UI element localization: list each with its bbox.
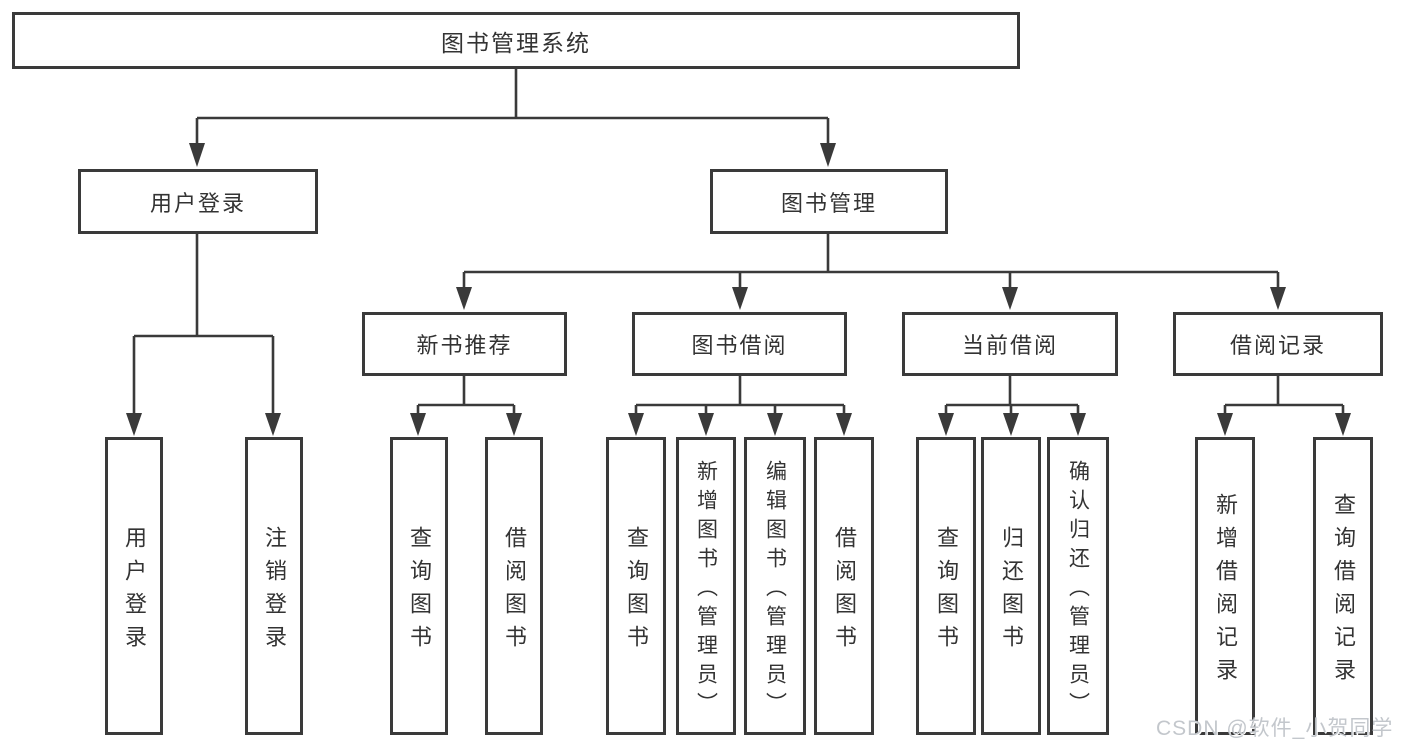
node-book-borrowing-label: 图书借阅 xyxy=(691,333,788,358)
leaf-add-borrow-record-label: 新增借阅记录 xyxy=(1213,492,1238,691)
node-new-book-recommend-label: 新书推荐 xyxy=(416,333,513,358)
leaf-query-books-recommend: 查询图书 xyxy=(390,437,448,735)
node-user-login: 用户登录 xyxy=(78,169,318,234)
leaf-query-borrow-record: 查询借阅记录 xyxy=(1313,437,1373,735)
leaf-query-books-current: 查询图书 xyxy=(916,437,976,735)
leaf-return-books: 归还图书 xyxy=(981,437,1041,735)
node-current-borrowing-label: 当前借阅 xyxy=(961,333,1058,358)
node-root-label: 图书管理系统 xyxy=(441,29,591,56)
leaf-return-books-label: 归还图书 xyxy=(999,525,1024,658)
csdn-watermark: CSDN @软件_小贺同学 xyxy=(1156,717,1394,740)
leaf-edit-book-admin: 编辑图书（管理员） xyxy=(744,437,806,735)
leaf-query-books-borrowing: 查询图书 xyxy=(606,437,666,735)
leaf-borrow-books-borrowing-label: 借阅图书 xyxy=(832,525,857,658)
node-root-system: 图书管理系统 xyxy=(12,12,1020,69)
node-book-management-label: 图书管理 xyxy=(780,190,877,216)
leaf-borrow-books-recommend: 借阅图书 xyxy=(485,437,543,735)
leaf-query-borrow-record-label: 查询借阅记录 xyxy=(1331,492,1356,691)
node-borrowing-records-label: 借阅记录 xyxy=(1229,333,1326,358)
leaf-query-books-borrowing-label: 查询图书 xyxy=(624,525,649,658)
leaf-query-books-current-label: 查询图书 xyxy=(934,525,959,658)
leaf-user-login-label: 用户登录 xyxy=(122,525,147,658)
leaf-logout-label: 注销登录 xyxy=(262,525,287,658)
leaf-borrow-books-borrowing: 借阅图书 xyxy=(814,437,874,735)
leaf-logout: 注销登录 xyxy=(245,437,303,735)
leaf-user-login: 用户登录 xyxy=(105,437,163,735)
node-current-borrowing: 当前借阅 xyxy=(902,312,1118,376)
node-borrowing-records: 借阅记录 xyxy=(1173,312,1383,376)
leaf-confirm-return-admin: 确认归还（管理员） xyxy=(1047,437,1109,735)
node-new-book-recommend: 新书推荐 xyxy=(362,312,567,376)
leaf-confirm-return-admin-label: 确认归还（管理员） xyxy=(1066,459,1090,721)
leaf-edit-book-admin-label: 编辑图书（管理员） xyxy=(763,459,787,721)
node-user-login-label: 用户登录 xyxy=(149,190,246,216)
node-book-borrowing: 图书借阅 xyxy=(632,312,847,376)
node-book-management: 图书管理 xyxy=(710,169,948,234)
leaf-add-borrow-record: 新增借阅记录 xyxy=(1195,437,1255,735)
leaf-add-book-admin: 新增图书（管理员） xyxy=(676,437,736,735)
leaf-add-book-admin-label: 新增图书（管理员） xyxy=(694,459,718,721)
leaf-borrow-books-recommend-label: 借阅图书 xyxy=(502,525,527,658)
leaf-query-books-recommend-label: 查询图书 xyxy=(407,525,432,658)
